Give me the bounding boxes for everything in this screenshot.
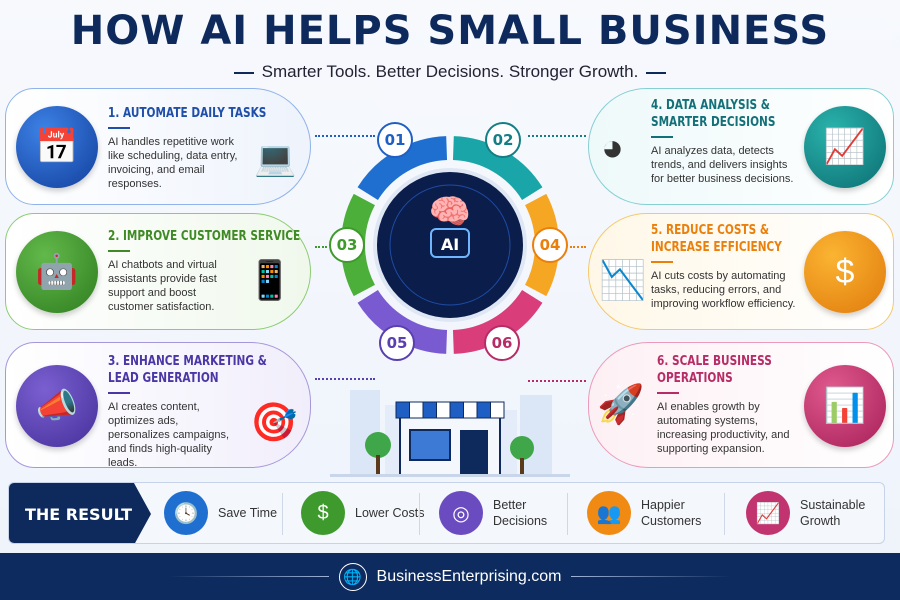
card-text: AI creates content, optimizes ads, perso… xyxy=(108,401,230,469)
growth-icon: 📈 xyxy=(746,491,790,535)
accent-bar xyxy=(108,392,130,394)
result-bar: THE RESULT 🕓 Save Time $ Lower Costs ◎ Bett… xyxy=(8,482,885,544)
card-text: AI handles repetitive work like scheduli… xyxy=(108,136,238,190)
badge-01: 01 xyxy=(377,122,413,158)
awning-stripe xyxy=(476,401,491,419)
dollar-down-icon: $ xyxy=(804,231,886,313)
divider xyxy=(567,493,568,535)
badge-03: 03 xyxy=(329,227,365,263)
card-title: 4. DATA ANALYSIS & SMARTER DECISIONS xyxy=(651,97,776,130)
card-content: 6. SCALE BUSINESS OPERATIONS AI enables … xyxy=(657,353,799,456)
dollar-icon: $ xyxy=(301,491,345,535)
page-title: HOW AI HELPS SMALL BUSINESS xyxy=(70,8,830,54)
calendar-clock-icon: 📅 xyxy=(16,106,98,188)
connector xyxy=(528,380,586,382)
card-customer-service: 🤖 2. IMPROVE CUSTOMER SERVICE AI chatbot… xyxy=(5,213,311,330)
result-better-decisions: ◎ Better Decisions xyxy=(439,491,573,535)
badge-06: 06 xyxy=(484,325,520,361)
result-lower-costs: $ Lower Costs xyxy=(301,491,435,535)
divider xyxy=(724,493,725,535)
card-reduce-costs: 📉 5. REDUCE COSTS & INCREASE EFFICIENCY … xyxy=(588,213,894,330)
megaphone-icon: 📣 xyxy=(16,365,98,447)
result-label: THE RESULT xyxy=(9,483,151,543)
connector xyxy=(315,378,375,380)
brain-icon: 🧠 xyxy=(429,193,471,231)
connector xyxy=(315,135,375,137)
ring-segment-1 xyxy=(357,136,448,201)
target-icon: 🎯 xyxy=(250,402,298,444)
card-title: 5. REDUCE COSTS & INCREASE EFFICIENCY xyxy=(651,222,782,255)
card-content: 5. REDUCE COSTS & INCREASE EFFICIENCY AI… xyxy=(651,222,801,311)
card-text: AI enables growth by automating systems,… xyxy=(657,401,790,455)
awning-stripe xyxy=(422,401,437,419)
awning-stripe xyxy=(436,401,451,419)
card-content: 4. DATA ANALYSIS & SMARTER DECISIONS AI … xyxy=(651,97,801,186)
result-text: Better Decisions xyxy=(493,498,548,528)
connector xyxy=(315,246,327,248)
awning-stripe xyxy=(463,401,478,419)
ai-label: AI xyxy=(441,235,459,254)
phone-chat-icon: 📱 xyxy=(246,260,294,302)
result-happier-customers: 👥 Happier Customers xyxy=(587,491,721,535)
ring-segment-2 xyxy=(452,136,543,201)
result-text: Sustainable Growth xyxy=(800,498,866,528)
chatbot-icon: 🤖 xyxy=(16,231,98,313)
accent-bar xyxy=(108,127,130,129)
result-text: Happier Customers xyxy=(641,498,702,528)
awning-stripe xyxy=(409,401,424,419)
card-title: 3. ENHANCE MARKETING & LEAD GENERATION xyxy=(108,353,267,386)
awning-stripe xyxy=(449,401,464,419)
footer: 🌐 BusinessEnterprising.com xyxy=(0,553,900,600)
result-sustainable-growth: 📈 Sustainable Growth xyxy=(746,491,880,535)
card-title: 2. IMPROVE CUSTOMER SERVICE xyxy=(108,228,301,244)
awning-stripe xyxy=(395,401,410,419)
badge-05: 05 xyxy=(379,325,415,361)
declining-bars-icon: 📉 xyxy=(599,260,647,302)
card-data-analysis: ◕ 4. DATA ANALYSIS & SMARTER DECISIONS A… xyxy=(588,88,894,205)
divider xyxy=(419,493,420,535)
customers-icon: 👥 xyxy=(587,491,631,535)
result-text: Save Time xyxy=(218,506,278,520)
badge-02: 02 xyxy=(485,122,521,158)
footer-site[interactable]: BusinessEnterprising.com xyxy=(376,567,562,585)
result-text: Lower Costs xyxy=(355,506,425,520)
result-save-time: 🕓 Save Time xyxy=(164,491,298,535)
globe-icon: 🌐 xyxy=(338,562,367,591)
page-subtitle: Smarter Tools. Better Decisions. Stronge… xyxy=(0,62,900,82)
card-marketing: 📣 3. ENHANCE MARKETING & LEAD GENERATION… xyxy=(5,342,311,470)
connector xyxy=(570,246,586,248)
rocket-icon: 🚀 xyxy=(597,384,645,426)
accent-bar xyxy=(108,250,130,252)
target-icon: ◎ xyxy=(439,491,483,535)
awning-stripe xyxy=(490,401,505,419)
storefront-illustration xyxy=(330,390,570,477)
footer-line xyxy=(168,576,329,577)
footer-line xyxy=(571,576,732,577)
growth-icon: 📊 xyxy=(804,365,886,447)
pie-chart-icon: ◕ xyxy=(601,127,624,169)
card-text: AI analyzes data, detects trends, and de… xyxy=(651,145,794,185)
card-text: AI cuts costs by automating tasks, reduc… xyxy=(651,270,796,310)
clock-icon: 🕓 xyxy=(164,491,208,535)
laptop-checklist-icon: 💻 xyxy=(254,140,297,178)
card-automate: 📅 1. AUTOMATE DAILY TASKS AI handles rep… xyxy=(5,88,311,205)
accent-bar xyxy=(651,136,673,138)
card-content: 2. IMPROVE CUSTOMER SERVICE AI chatbots … xyxy=(108,228,306,314)
card-title: 6. SCALE BUSINESS OPERATIONS xyxy=(657,353,772,386)
divider xyxy=(282,493,283,535)
accent-bar xyxy=(651,261,673,263)
accent-bar xyxy=(657,392,679,394)
card-scale: 🚀 6. SCALE BUSINESS OPERATIONS AI enable… xyxy=(588,342,894,468)
card-content: 1. AUTOMATE DAILY TASKS AI handles repet… xyxy=(108,105,298,191)
connector xyxy=(528,135,586,137)
badge-04: 04 xyxy=(532,227,568,263)
card-content: 3. ENHANCE MARKETING & LEAD GENERATION A… xyxy=(108,353,268,470)
chart-icon: 📈 xyxy=(804,106,886,188)
card-text: AI chatbots and virtual assistants provi… xyxy=(108,259,217,313)
card-title: 1. AUTOMATE DAILY TASKS xyxy=(108,105,267,121)
